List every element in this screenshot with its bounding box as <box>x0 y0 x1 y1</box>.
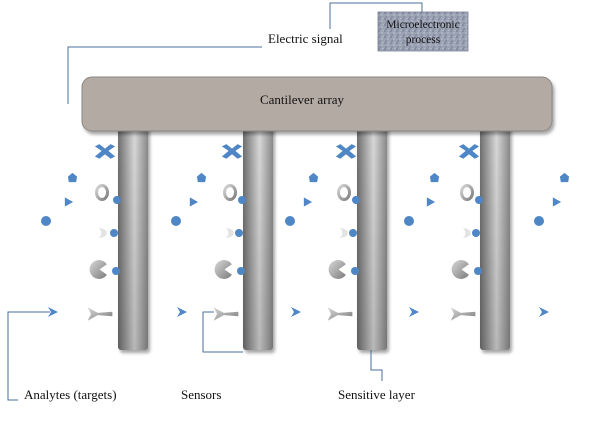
electric-signal-label: Electric signal <box>268 31 343 46</box>
binding-site-dot <box>349 229 357 237</box>
circle-molecule-icon <box>404 216 414 226</box>
sensors-leader-line <box>202 311 243 353</box>
cross-molecule-icon <box>221 144 243 159</box>
binding-site-dot <box>475 196 483 204</box>
cantilever-array-bar <box>81 76 553 132</box>
pacman-molecule-icon <box>214 260 232 279</box>
cantilever-beam-3 <box>357 122 387 350</box>
analytes-leader-line <box>7 311 50 401</box>
pentagon-molecule-icon <box>559 172 570 183</box>
molecule-group-5 <box>534 172 570 317</box>
binding-site-dot <box>351 267 359 275</box>
circle-molecule-icon <box>285 216 295 226</box>
pentagon-molecule-icon <box>196 172 207 183</box>
triangle-molecule-icon <box>426 197 436 207</box>
molecule-group-4 <box>404 144 483 321</box>
binding-site-dot <box>237 267 245 275</box>
crescent-molecule-icon <box>462 227 471 239</box>
cross-molecule-icon <box>335 144 357 159</box>
electric-signal-leader-line <box>67 46 262 104</box>
ring-molecule-icon <box>336 183 352 202</box>
triangle-molecule-icon <box>189 197 199 207</box>
arrow-molecule-icon <box>177 307 187 317</box>
binding-site-dot <box>474 267 482 275</box>
cantilever-beam-1 <box>118 122 148 350</box>
arrow-molecule-icon <box>409 307 419 317</box>
pacman-molecule-icon <box>89 260 107 279</box>
sensors-label: Sensors <box>181 387 221 402</box>
cantilever-beam-2 <box>243 122 273 350</box>
pacman-molecule-icon <box>451 260 469 279</box>
molecule-group-3 <box>285 144 360 321</box>
binding-site-dot <box>110 229 118 237</box>
crescent-molecule-icon <box>339 227 348 239</box>
triangle-molecule-icon <box>552 197 562 207</box>
microelectronic-process-box <box>377 11 469 52</box>
molecule-group-1 <box>41 144 121 321</box>
cantilever-beam-4 <box>480 122 510 350</box>
cross-molecule-icon <box>94 144 116 159</box>
microelectronic-process-label-line2: process <box>406 34 441 46</box>
arrow-molecule-icon <box>539 307 549 317</box>
binding-site-dot <box>472 229 480 237</box>
circle-molecule-icon <box>41 216 51 226</box>
sensitive-layer-leader-line <box>370 350 383 381</box>
cantilever-array-label: Cantilever array <box>260 92 345 107</box>
pentagon-molecule-icon <box>429 172 440 183</box>
cantilever-beams <box>118 122 510 350</box>
binding-site-dot <box>112 267 120 275</box>
triangle-molecule-icon <box>303 197 313 207</box>
arrow-molecule-icon <box>291 307 301 317</box>
circle-molecule-icon <box>534 216 544 226</box>
y-receptor-icon <box>450 307 476 321</box>
pentagon-molecule-icon <box>308 172 319 183</box>
triangle-molecule-icon <box>64 197 74 207</box>
pentagon-molecule-icon <box>67 172 78 183</box>
ring-molecule-icon <box>222 183 238 202</box>
sensitive-layer-label: Sensitive layer <box>338 387 416 402</box>
crescent-molecule-icon <box>98 227 107 239</box>
ring-molecule-icon <box>459 183 475 202</box>
y-receptor-icon <box>213 307 239 321</box>
pacman-molecule-icon <box>328 260 346 279</box>
binding-site-dot <box>235 229 243 237</box>
binding-site-dot <box>238 196 246 204</box>
ring-molecule-icon <box>94 183 110 202</box>
circle-molecule-icon <box>171 216 181 226</box>
y-receptor-icon <box>327 307 353 321</box>
microelectronic-leader-line <box>329 2 423 29</box>
y-receptor-icon <box>87 307 113 321</box>
analytes-label: Analytes (targets) <box>24 387 117 402</box>
binding-site-dot <box>113 196 121 204</box>
crescent-molecule-icon <box>225 227 234 239</box>
cross-molecule-icon <box>458 144 480 159</box>
molecule-group-2 <box>171 144 246 321</box>
binding-site-dot <box>352 196 360 204</box>
microelectronic-process-label-line1: Microelectronic <box>386 19 459 31</box>
